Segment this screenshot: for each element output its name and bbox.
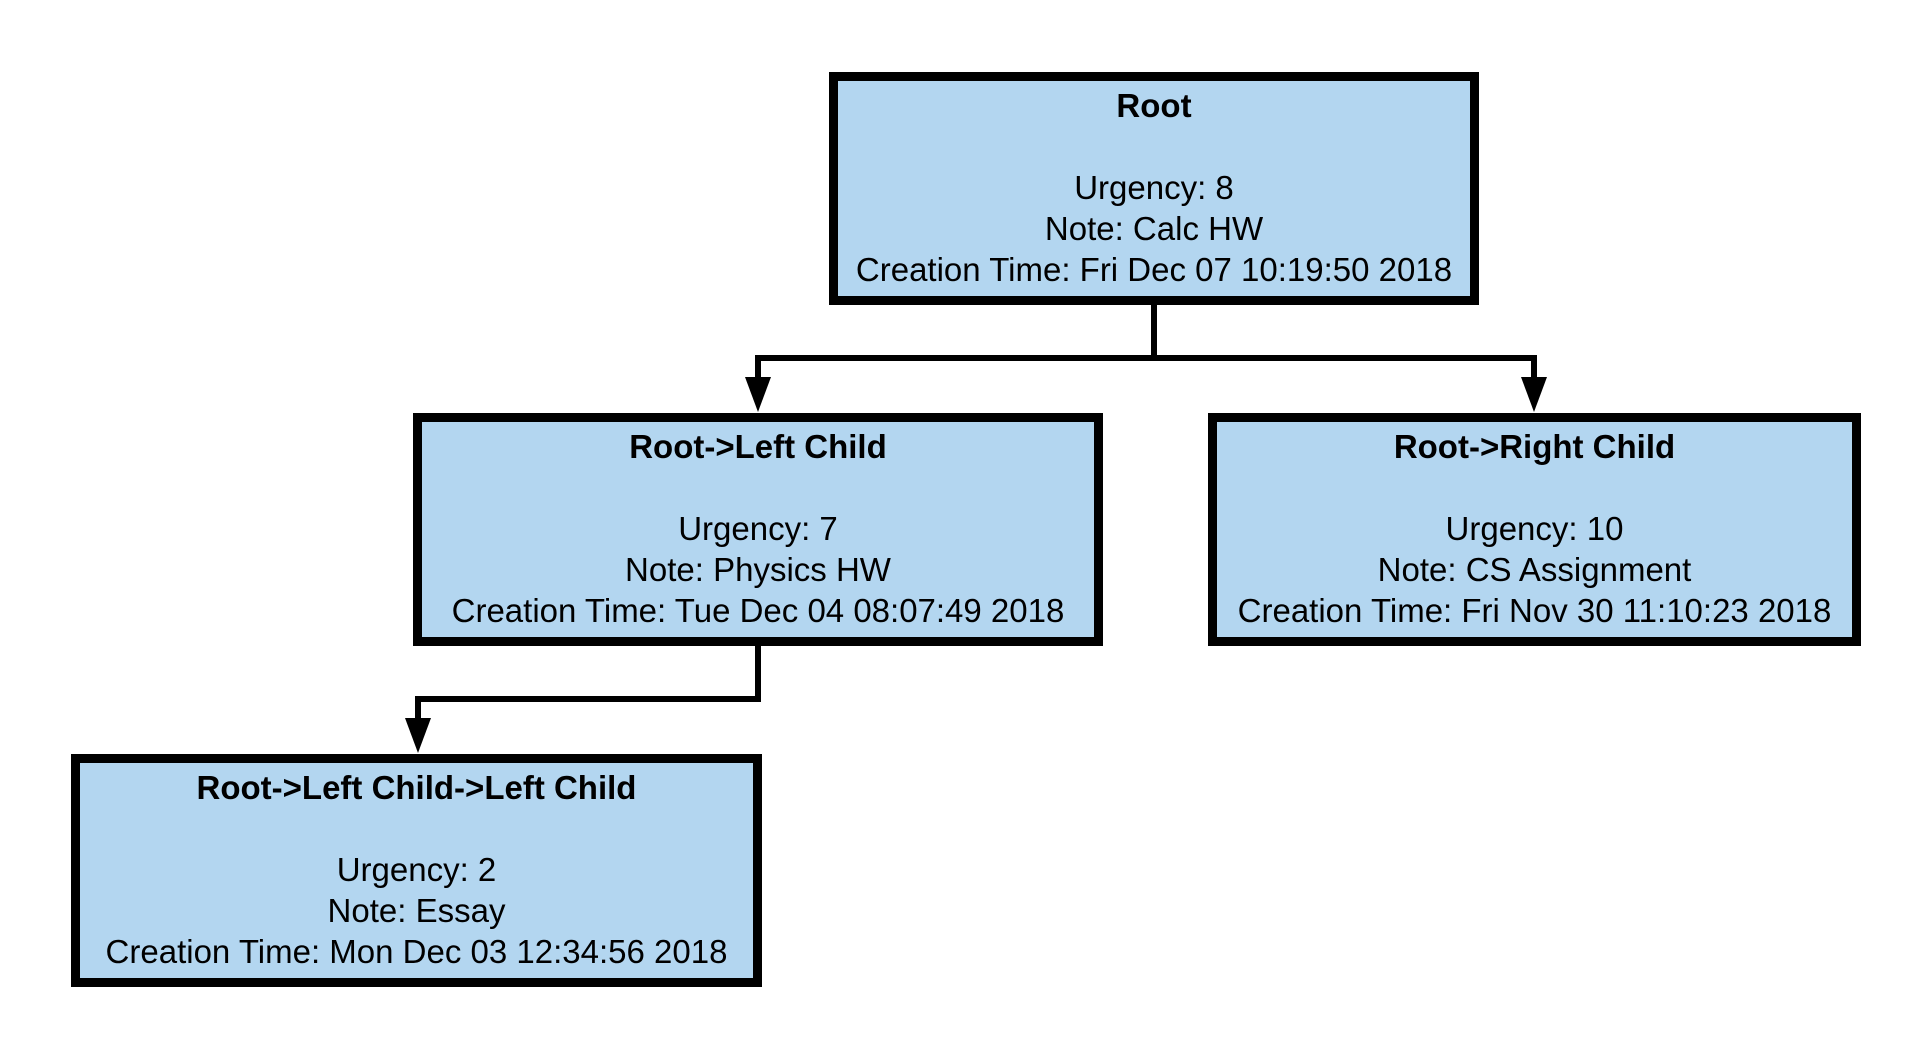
node-left-left-child-note: Note: Essay xyxy=(327,892,506,929)
node-left-child-urgency: Urgency: 7 xyxy=(678,510,838,547)
node-root-creation-time: Creation Time: Fri Dec 07 10:19:50 2018 xyxy=(855,251,1453,288)
edge-root-to-right xyxy=(1151,305,1537,380)
node-root-urgency: Urgency: 8 xyxy=(1074,169,1234,206)
arrowhead-right xyxy=(1521,377,1547,412)
node-left-left-child-urgency: Urgency: 2 xyxy=(336,851,497,888)
node-left-left-child-creation-time: Creation Time: Mon Dec 03 12:34:56 2018 xyxy=(105,933,728,970)
node-left-child-title: Root->Left Child xyxy=(629,428,887,465)
node-right-child: Root->Right Child Urgency: 10 Note: CS A… xyxy=(1208,413,1861,646)
arrowhead-left-left xyxy=(405,718,431,753)
node-left-child-creation-time: Creation Time: Tue Dec 04 08:07:49 2018 xyxy=(451,592,1065,629)
node-left-child: Root->Left Child Urgency: 7 Note: Physic… xyxy=(413,413,1103,646)
node-right-child-urgency: Urgency: 10 xyxy=(1445,510,1624,547)
node-right-child-note: Note: CS Assignment xyxy=(1377,551,1692,588)
node-root-title: Root xyxy=(1116,87,1192,124)
node-root-note: Note: Calc HW xyxy=(1044,210,1264,247)
edge-left-to-left-left xyxy=(415,646,761,721)
arrowhead-left xyxy=(745,377,771,412)
node-root: Root Urgency: 8 Note: Calc HW Creation T… xyxy=(829,72,1479,305)
node-left-left-child-title: Root->Left Child->Left Child xyxy=(196,769,637,806)
node-left-left-child: Root->Left Child->Left Child Urgency: 2 … xyxy=(71,754,762,987)
node-right-child-title: Root->Right Child xyxy=(1393,428,1676,465)
node-left-child-note: Note: Physics HW xyxy=(625,551,891,588)
node-right-child-creation-time: Creation Time: Fri Nov 30 11:10:23 2018 xyxy=(1237,592,1832,629)
edge-root-to-left xyxy=(755,305,1157,380)
